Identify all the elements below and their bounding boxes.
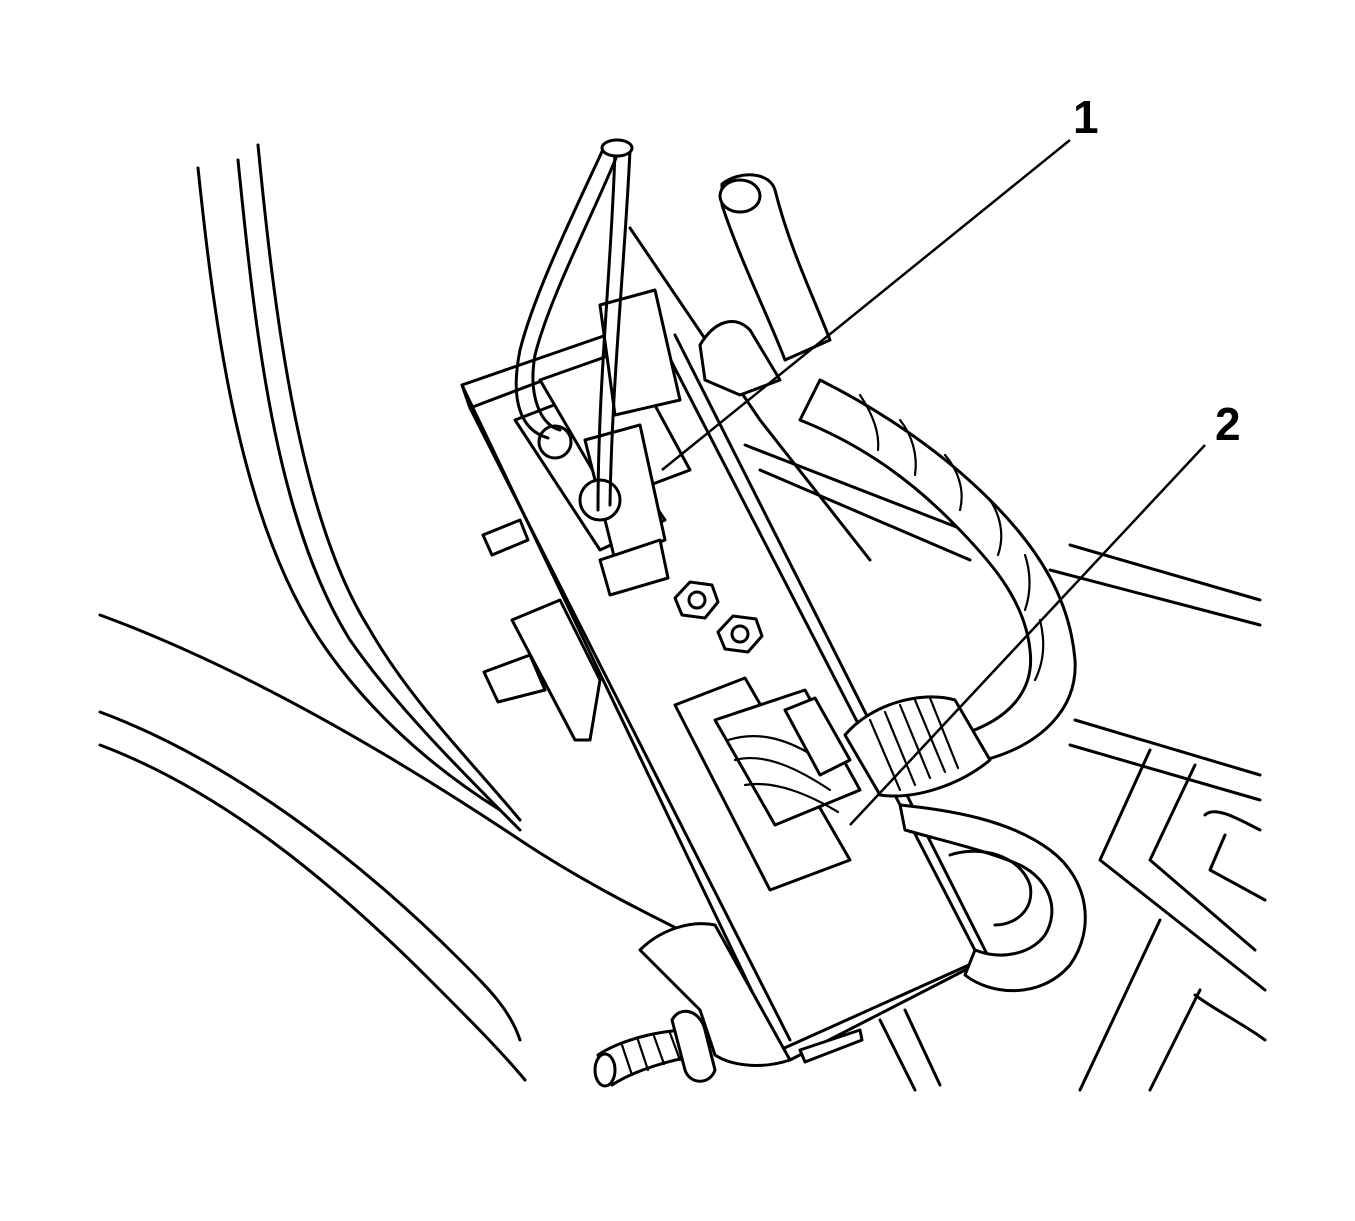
leader-line-1 [661, 139, 1071, 471]
leader-line-2 [849, 444, 1206, 826]
callout-label-2: 2 [1215, 398, 1241, 450]
left-studs [481, 518, 602, 742]
left-pillar-lines [196, 143, 522, 832]
leader-lines [661, 139, 1206, 826]
mounting-bolts [673, 580, 764, 654]
right-structure-lines [628, 226, 1267, 1092]
nozzle-fitting [593, 1009, 717, 1088]
sensor-connector-1 [513, 288, 692, 597]
harness-connector-2 [673, 676, 862, 892]
lower-panel-lines [98, 613, 682, 1082]
wiring-harness-upper [698, 173, 1077, 762]
lower-hose-loop [898, 803, 1087, 993]
callout-label-1: 1 [1073, 91, 1099, 143]
bracket-foot [638, 922, 864, 1067]
harness-boot [843, 695, 992, 798]
sensor-wires [514, 138, 634, 512]
